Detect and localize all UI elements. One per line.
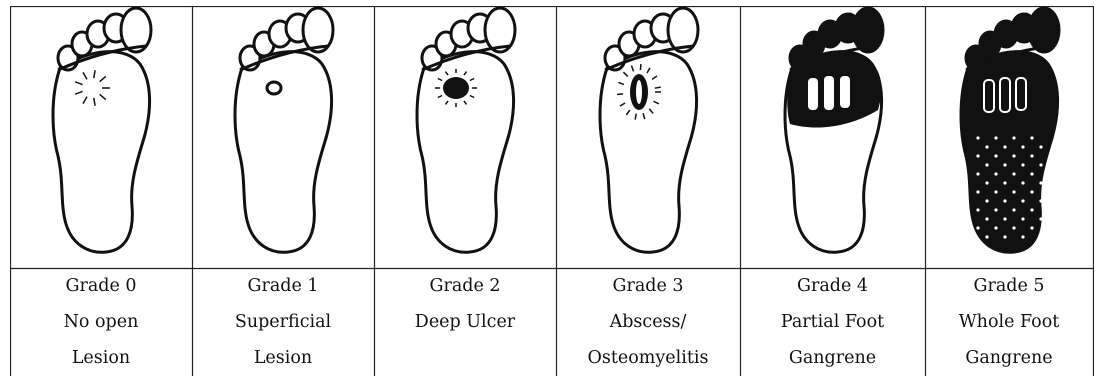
grade-description-line-2: Lesion	[192, 340, 374, 376]
foot-illustration	[925, 6, 1093, 268]
foot-illustration	[374, 6, 556, 268]
grade-column: Grade 4 Partial Foot Gangrene	[740, 6, 925, 376]
grade-caption: Grade 5 Whole Foot Gangrene	[925, 268, 1093, 376]
foot-illustration	[740, 6, 925, 268]
grade-description-line-2: Gangrene	[925, 340, 1093, 376]
grade-column: Grade 3 Abscess/ Osteomyelitis	[556, 6, 740, 376]
wagner-grade-table: Grade 0 No open Lesion Grade 1 Superfici…	[10, 6, 1094, 376]
grade-column: Grade 1 Superficial Lesion	[192, 6, 374, 376]
grade-description-line-2: Lesion	[10, 340, 192, 376]
grade-label: Grade 4	[740, 268, 925, 304]
grade-caption: Grade 1 Superficial Lesion	[192, 268, 374, 376]
grade-description-line-2: Osteomyelitis	[556, 340, 740, 376]
grade-column: Grade 0 No open Lesion	[10, 6, 192, 376]
grade-caption: Grade 3 Abscess/ Osteomyelitis	[556, 268, 740, 376]
grade-description-line-1: Partial Foot	[740, 304, 925, 340]
grade-caption: Grade 0 No open Lesion	[10, 268, 192, 376]
grade-label: Grade 5	[925, 268, 1093, 304]
foot-illustration	[556, 6, 740, 268]
grade-description-line-2: Gangrene	[740, 340, 925, 376]
grade-description-line-1: No open	[10, 304, 192, 340]
grade-caption: Grade 2 Deep Ulcer	[374, 268, 556, 376]
foot-illustration	[192, 6, 374, 268]
grade-label: Grade 3	[556, 268, 740, 304]
grade-label: Grade 1	[192, 268, 374, 304]
grade-column: Grade 5 Whole Foot Gangrene	[925, 6, 1093, 376]
grade-description-line-1: Superficial	[192, 304, 374, 340]
foot-illustration	[10, 6, 192, 268]
grade-description-line-1: Deep Ulcer	[374, 304, 556, 340]
grade-column: Grade 2 Deep Ulcer	[374, 6, 556, 376]
grade-description-line-1: Abscess/	[556, 304, 740, 340]
grade-caption: Grade 4 Partial Foot Gangrene	[740, 268, 925, 376]
grade-label: Grade 0	[10, 268, 192, 304]
grade-label: Grade 2	[374, 268, 556, 304]
grade-description-line-2	[374, 340, 556, 376]
grade-description-line-1: Whole Foot	[925, 304, 1093, 340]
